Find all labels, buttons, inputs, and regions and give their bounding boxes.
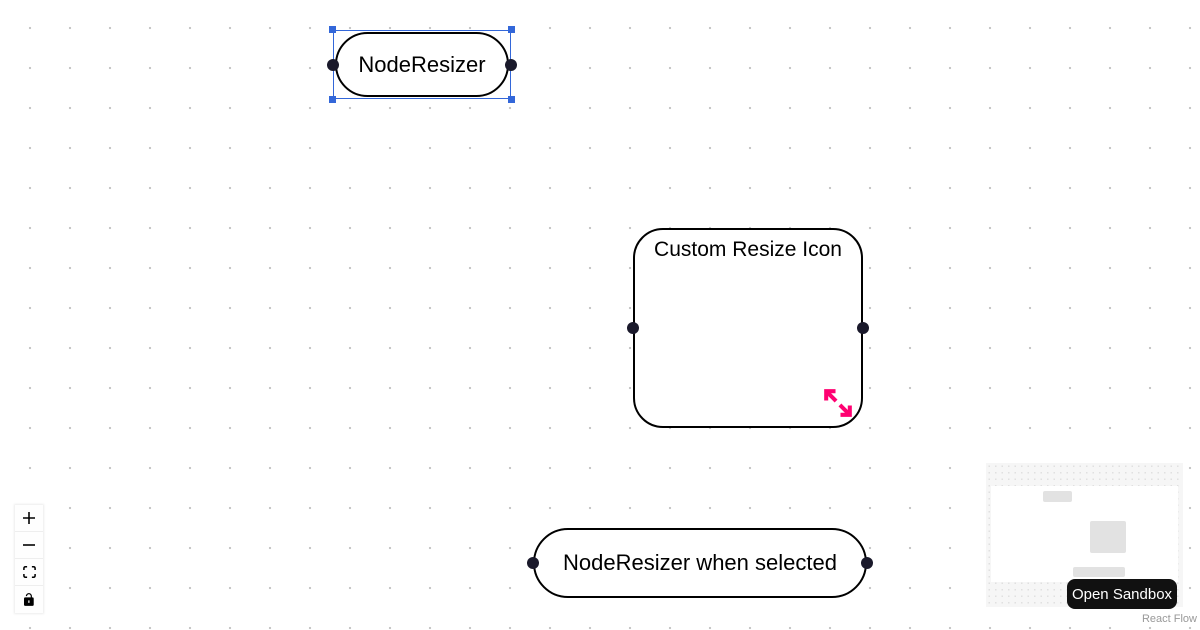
node-noderesizer[interactable]: NodeResizer — [327, 26, 517, 103]
zoom-out-button[interactable] — [15, 532, 43, 559]
node-label: NodeResizer — [358, 51, 486, 77]
resize-handle-top-right[interactable] — [508, 26, 515, 33]
minimap-node-noderesizer — [1043, 491, 1072, 502]
resize-handle-bottom-right[interactable] — [508, 96, 515, 103]
minus-icon — [23, 544, 35, 546]
lock-icon — [24, 593, 34, 606]
interactivity-lock-button[interactable] — [15, 586, 43, 613]
connection-handle-right[interactable] — [505, 58, 517, 71]
node-noderesizer-when-selected[interactable]: NodeResizer when selected — [527, 528, 873, 598]
node-label: Custom Resize Icon — [654, 238, 842, 261]
open-sandbox-button[interactable]: Open Sandbox — [1067, 579, 1177, 609]
resize-handle-top-left[interactable] — [329, 26, 336, 33]
minimap-node-custom-resize-icon — [1090, 521, 1126, 553]
zoom-in-button[interactable] — [15, 505, 43, 532]
resize-handle-bottom-left[interactable] — [329, 96, 336, 103]
node-body[interactable]: NodeResizer — [335, 32, 509, 97]
connection-handle-left[interactable] — [527, 557, 539, 569]
connection-handle-right[interactable] — [857, 322, 869, 334]
resize-arrow-icon[interactable] — [820, 385, 856, 421]
connection-handle-left[interactable] — [627, 322, 639, 334]
react-flow-attribution-link[interactable]: React Flow — [1141, 613, 1197, 625]
fit-view-icon — [22, 566, 36, 578]
connection-handle-left[interactable] — [327, 58, 339, 71]
plus-icon — [23, 512, 35, 524]
node-custom-resize-icon[interactable]: Custom Resize Icon — [627, 228, 869, 428]
minimap-viewport[interactable] — [991, 486, 1178, 582]
node-label: NodeResizer when selected — [563, 550, 837, 575]
minimap-node-noderesizer-when-selected — [1073, 567, 1125, 577]
controls-panel — [15, 505, 43, 613]
node-resizer-outline[interactable] — [333, 30, 511, 99]
fit-view-button[interactable] — [15, 559, 43, 586]
connection-handle-right[interactable] — [861, 557, 873, 569]
node-body[interactable]: NodeResizer when selected — [533, 528, 867, 598]
